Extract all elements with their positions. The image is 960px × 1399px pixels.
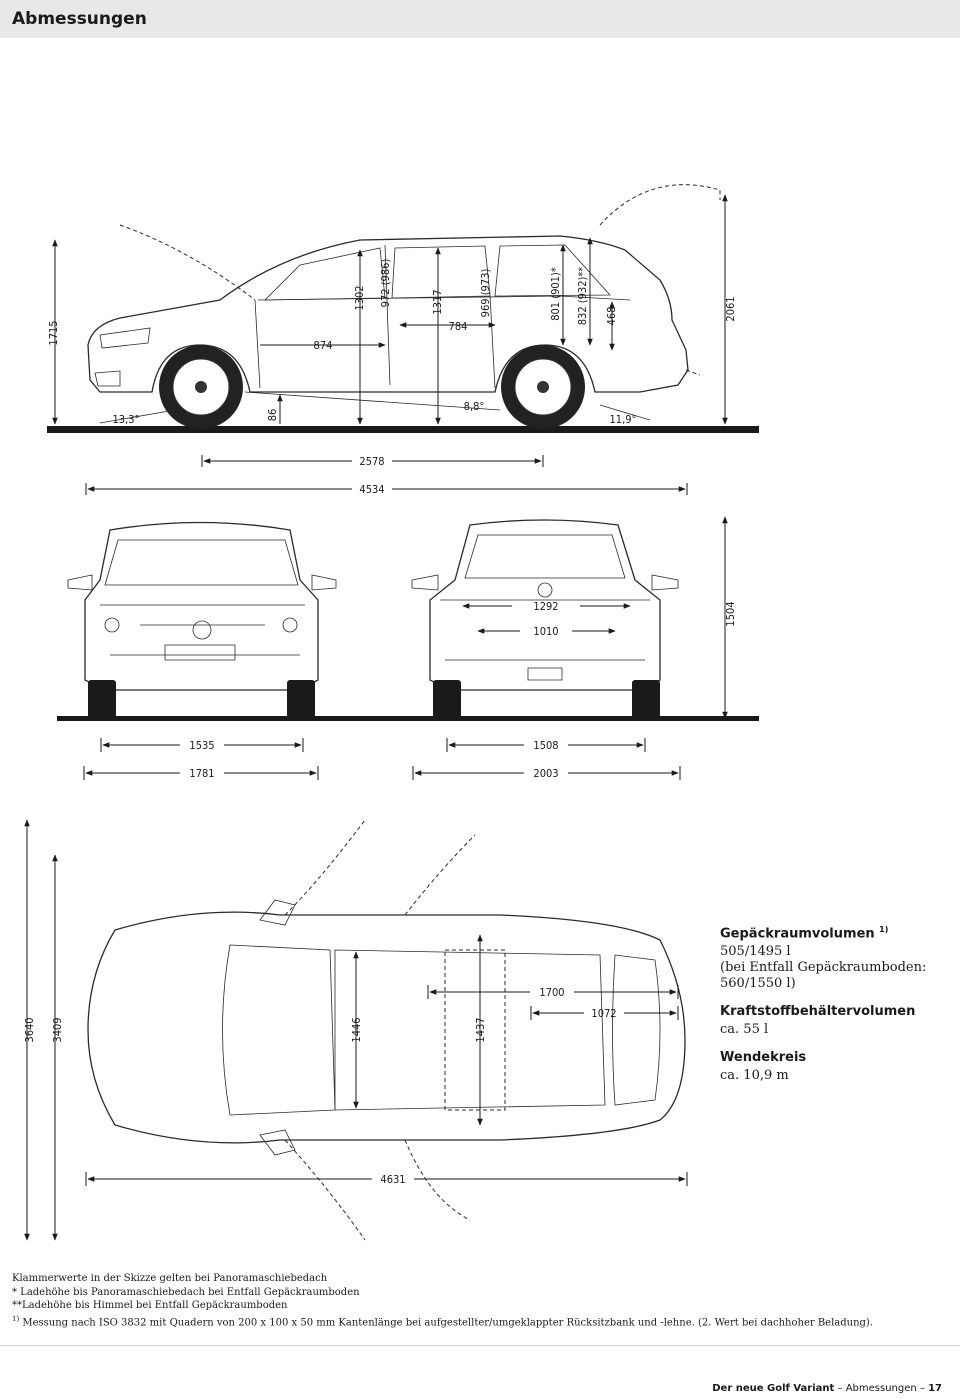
ground-line bbox=[47, 426, 759, 433]
dim-468: 468 bbox=[605, 307, 618, 326]
footnote-1: Klammerwerte in der Skizze gelten bei Pa… bbox=[12, 1273, 328, 1284]
tank-heading: Kraftstoffbehältervolumen bbox=[720, 1004, 916, 1020]
turning-circle-heading: Wendekreis bbox=[720, 1050, 807, 1066]
dim-1781: 1781 bbox=[189, 767, 214, 780]
dim-3640: 3640 bbox=[23, 1017, 36, 1042]
dim-969: 969 (973) bbox=[479, 269, 492, 318]
dim-1317: 1317 bbox=[431, 289, 444, 314]
cargo-values: 505/1495 l(bei Entfall Gepäckraumboden:5… bbox=[720, 944, 927, 992]
top-view: 3640 3409 1446 1437 1700 1072 4631 bbox=[23, 819, 688, 1241]
dim-1292: 1292 bbox=[533, 600, 558, 613]
front-rear-view: 1292 1010 1504 1535 1508 1781 2003 bbox=[57, 516, 759, 780]
dim-1715: 1715 bbox=[47, 320, 60, 345]
dim-972: 972 (986) bbox=[379, 259, 392, 308]
dim-1508: 1508 bbox=[533, 739, 558, 752]
dim-2003: 2003 bbox=[533, 767, 558, 780]
dim-1504: 1504 bbox=[724, 601, 737, 626]
dim-784: 784 bbox=[449, 320, 468, 333]
tank-value: ca. 55 l bbox=[720, 1022, 769, 1038]
dim-86: 86 bbox=[266, 409, 279, 422]
ground-line-2 bbox=[57, 716, 759, 721]
dim-874: 874 bbox=[314, 339, 333, 352]
dim-1072: 1072 bbox=[591, 1007, 616, 1020]
footnotes: Klammerwerte in der Skizze gelten bei Pa… bbox=[12, 1272, 952, 1329]
dim-1446: 1446 bbox=[350, 1017, 363, 1042]
footnote-4: 1) Messung nach ISO 3832 mit Quadern von… bbox=[12, 1314, 874, 1328]
cargo-heading: Gepäckraumvolumen 1) bbox=[720, 925, 889, 942]
page-title: Abmessungen bbox=[12, 9, 147, 29]
title-band bbox=[0, 0, 960, 38]
dim-801: 801 (901)* bbox=[549, 267, 562, 321]
dim-8-8-deg: 8,8° bbox=[464, 400, 485, 413]
dim-13-3-deg: 13,3° bbox=[113, 413, 140, 426]
footer-rule bbox=[0, 1345, 960, 1346]
dim-1535: 1535 bbox=[189, 739, 214, 752]
dim-2578: 2578 bbox=[359, 455, 384, 468]
dim-11-9-deg: 11,9° bbox=[610, 413, 637, 426]
dim-1010: 1010 bbox=[533, 625, 558, 638]
dim-4534: 4534 bbox=[359, 483, 384, 496]
dim-2061: 2061 bbox=[724, 296, 737, 321]
footnote-3: **Ladehöhe bis Himmel bei Entfall Gepäck… bbox=[12, 1300, 288, 1311]
dim-1302: 1302 bbox=[353, 285, 366, 310]
dim-3409: 3409 bbox=[51, 1017, 64, 1042]
spec-info: Gepäckraumvolumen 1) 505/1495 l(bei Entf… bbox=[720, 922, 950, 1096]
turning-circle-value: ca. 10,9 m bbox=[720, 1068, 789, 1084]
dim-4631: 4631 bbox=[380, 1173, 405, 1186]
dim-832: 832 (932)** bbox=[576, 267, 589, 326]
side-view: 1715 13,3° 86 874 1302 972 (986) 1317 78… bbox=[47, 184, 759, 496]
page-footer: Der neue Golf Variant – Abmessungen – 17 bbox=[712, 1383, 942, 1394]
dim-1437: 1437 bbox=[474, 1017, 487, 1042]
dim-1700: 1700 bbox=[539, 986, 564, 999]
footnote-2: * Ladehöhe bis Panoramaschiebedach bei E… bbox=[12, 1286, 360, 1298]
